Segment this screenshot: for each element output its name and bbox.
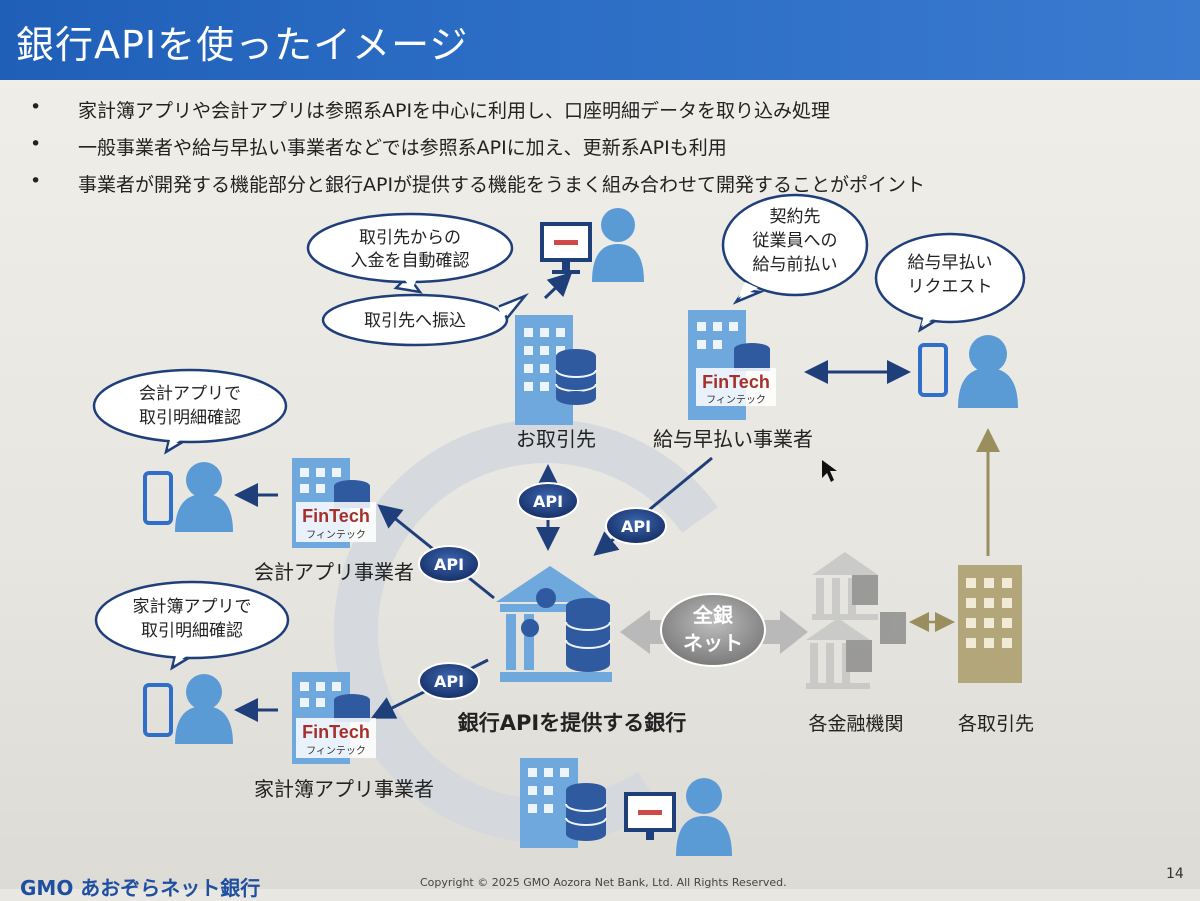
bullet-text: 家計簿アプリや会計アプリは参照系APIを中心に利用し、口座明細データを取り込み処… xyxy=(78,100,831,122)
label-kinyu: 各金融機関 xyxy=(808,713,903,735)
footer-copyright: Copyright © 2025 GMO Aozora Net Bank, Lt… xyxy=(420,876,787,889)
bubble-nyukin: 取引先からの 入金を自動確認 xyxy=(306,212,514,294)
kyuyo-fintech-building-icon: FinTech フィンテック xyxy=(688,310,776,420)
fintech-kana: フィンテック xyxy=(306,529,366,541)
api-badge: API xyxy=(418,662,480,700)
bubble-text: 契約先 xyxy=(770,207,821,227)
kaku-torihikisaki-building-icon xyxy=(958,565,1022,683)
label-kakeibo: 家計簿アプリ事業者 xyxy=(254,777,434,801)
zengin-text: ネット xyxy=(683,631,743,655)
bubble-text: 家計簿アプリで xyxy=(133,597,252,617)
bullet-dot: • xyxy=(30,96,42,118)
bubble-text: 給与早払い xyxy=(908,253,993,273)
title-bar: 銀行APIを使ったイメージ xyxy=(0,0,1200,80)
bubble-text: 給与前払い xyxy=(753,255,838,275)
label-kaikei: 会計アプリ事業者 xyxy=(254,560,414,584)
api-text: API xyxy=(621,517,651,536)
bubble-text: 従業員への xyxy=(753,231,838,251)
label-bank: 銀行APIを提供する銀行 xyxy=(458,711,686,735)
bubble-kaikei: 会計アプリで 取引明細確認 xyxy=(92,368,288,455)
cycle-ring xyxy=(333,419,718,844)
fintech-kana: フィンテック xyxy=(706,394,766,406)
bubble-text: 入金を自動確認 xyxy=(351,251,470,271)
kinyu-banks-icon xyxy=(806,552,906,689)
footer-logo: GMO あおぞらネット銀行 xyxy=(20,876,261,900)
otorihikisaki-building-icon xyxy=(515,315,597,425)
pc-user-icon xyxy=(540,208,644,282)
bubble-text: 会計アプリで xyxy=(139,384,241,404)
zengin-badge: 全銀 ネット xyxy=(660,593,766,667)
bubble-furikomi: 取引先へ振込 xyxy=(321,293,529,347)
bottom-building-icon xyxy=(520,758,607,848)
label-otorihikisaki: お取引先 xyxy=(516,427,596,451)
fintech-text: FinTech xyxy=(702,372,770,392)
kaikei-fintech-building-icon: FinTech フィンテック xyxy=(292,458,376,548)
api-badge: API xyxy=(605,507,667,545)
page-title: 銀行APIを使ったイメージ xyxy=(16,23,469,67)
bubble-text: 取引先からの xyxy=(359,228,461,248)
bullet-dot: • xyxy=(30,133,42,155)
bullet-text: 事業者が開発する機能部分と銀行APIが提供する機能をうまく組み合わせて開発するこ… xyxy=(78,174,926,196)
label-kaku-torihikisaki: 各取引先 xyxy=(958,713,1034,735)
api-text: API xyxy=(533,492,563,511)
bubble-kakeibo: 家計簿アプリで 取引明細確認 xyxy=(94,580,290,671)
bubble-request: 給与早払い リクエスト xyxy=(874,232,1026,333)
zengin-text: 全銀 xyxy=(692,603,733,627)
mouse-cursor-icon xyxy=(822,460,837,482)
kakeibo-fintech-building-icon: FinTech フィンテック xyxy=(292,672,376,764)
fintech-text: FinTech xyxy=(302,722,370,742)
phone-user-kaikei-icon xyxy=(143,462,233,532)
bullet-text: 一般事業者や給与早払い事業者などでは参照系APIに加え、更新系APIも利用 xyxy=(78,137,727,159)
api-badge: API xyxy=(517,482,579,520)
bubble-text: 取引先へ振込 xyxy=(364,311,466,331)
bottom-pc-user-icon xyxy=(624,778,732,856)
api-text: API xyxy=(434,555,464,574)
label-kyuyo: 給与早払い事業者 xyxy=(653,427,813,451)
bullet-dot: • xyxy=(30,170,42,192)
phone-user-kakeibo-icon xyxy=(143,674,233,744)
bank-icon xyxy=(496,566,612,682)
bubble-keiyaku: 契約先 従業員への 給与前払い xyxy=(721,193,869,305)
bubble-text: 取引明細確認 xyxy=(139,408,241,428)
bubble-text: 取引明細確認 xyxy=(141,621,243,641)
fintech-kana: フィンテック xyxy=(306,745,366,757)
bubble-text: リクエスト xyxy=(908,277,993,297)
fintech-text: FinTech xyxy=(302,506,370,526)
page-number: 14 xyxy=(1166,866,1184,882)
phone-user-right-icon xyxy=(918,335,1018,408)
api-text: API xyxy=(434,672,464,691)
api-badge: API xyxy=(418,545,480,583)
arrow-to-pc xyxy=(543,271,573,300)
